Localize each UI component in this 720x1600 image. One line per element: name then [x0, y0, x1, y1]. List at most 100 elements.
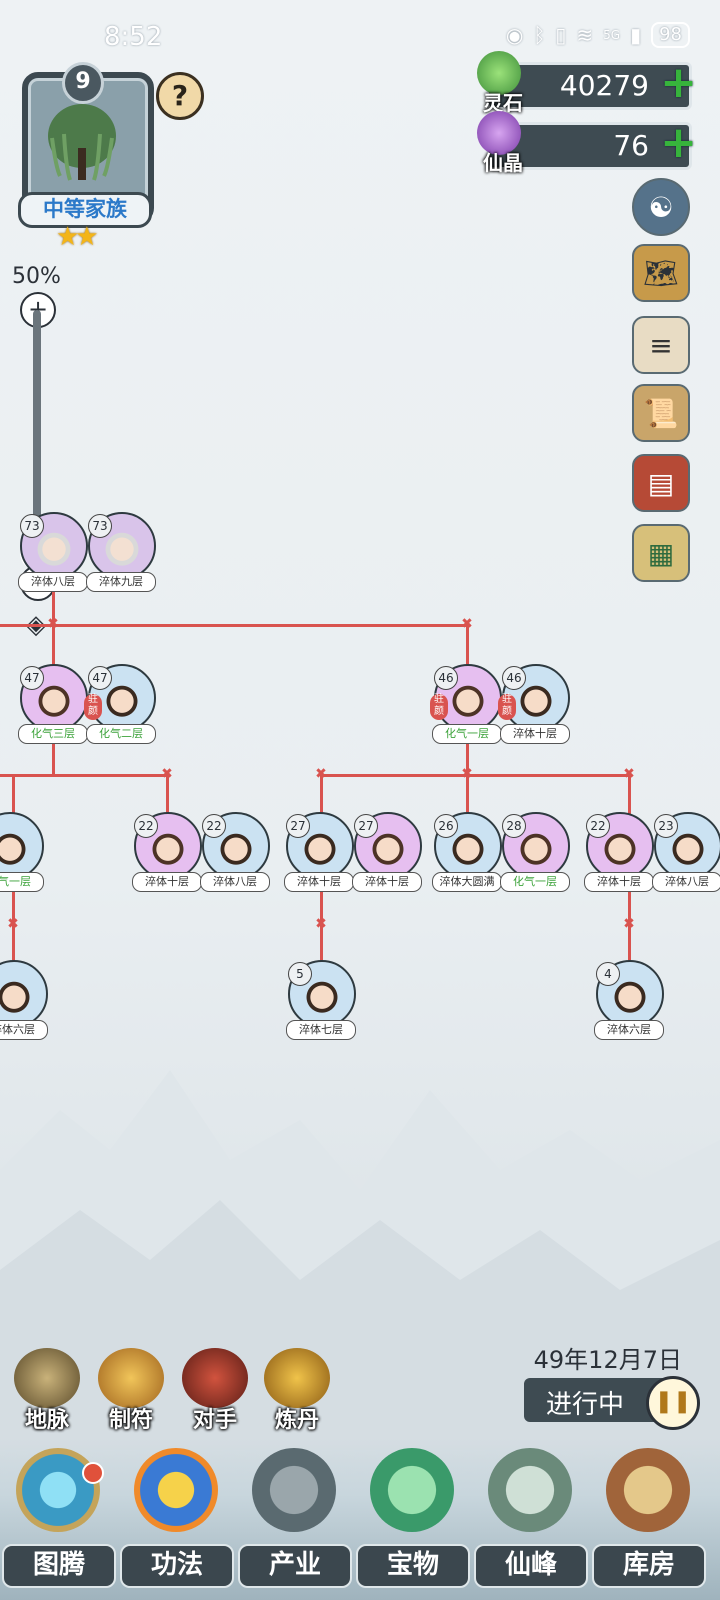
industry-mountain-icon	[252, 1448, 336, 1532]
nav-treasures[interactable]: 宝物	[356, 1448, 470, 1598]
cultivation-rank: 化气三层	[18, 724, 88, 744]
clan-level-badge: 9	[62, 62, 104, 104]
family-member[interactable]: 26 淬体大圆满	[432, 812, 502, 898]
age-badge: 27	[354, 814, 378, 838]
immortal-crystal-counter: 仙晶 76 +	[477, 111, 697, 175]
age-badge: 5	[288, 962, 312, 986]
cultivation-rank: 化气一层	[500, 872, 570, 892]
wifi-icon: ≋	[576, 23, 594, 47]
nav-industry[interactable]: 产业	[238, 1448, 352, 1598]
settings-gear-icon[interactable]: ☯	[632, 178, 690, 236]
age-badge: 46	[434, 666, 458, 690]
family-member[interactable]: 化气一层	[0, 812, 44, 898]
family-member[interactable]: 47 化气三层	[18, 664, 88, 750]
status-label: 进行中	[546, 1390, 625, 1420]
cultivation-rank: 化气一层	[0, 872, 44, 892]
family-member[interactable]: 47 驻颜 化气二层	[84, 664, 156, 750]
tree-connector	[320, 890, 323, 962]
youth-preserved-tag: 驻颜	[498, 694, 516, 720]
tree-connector	[52, 730, 55, 776]
tree-connector	[12, 890, 15, 962]
family-member[interactable]: 23 淬体八层	[652, 812, 720, 898]
spirit-stone-counter: 灵石 40279 +	[477, 51, 697, 115]
tree-connector	[0, 624, 470, 627]
eye-icon: ◉	[505, 23, 524, 47]
tree-connector	[12, 774, 15, 814]
add-immortal-crystal-button[interactable]: +	[660, 117, 697, 168]
family-member[interactable]: 22 淬体十层	[132, 812, 202, 898]
tree-connector	[52, 584, 55, 626]
cultivation-rank: 淬体十层	[500, 724, 570, 744]
family-member[interactable]: 46 驻颜 淬体十层	[498, 664, 570, 750]
ley-line-button[interactable]: 地脉	[12, 1348, 82, 1433]
family-crest[interactable]: 9 中等家族 ★★	[12, 62, 154, 252]
cultivation-rank: 淬体十层	[584, 872, 654, 892]
tree-connector	[320, 774, 323, 814]
help-button[interactable]: ?	[156, 72, 204, 120]
nav-label: 产业	[238, 1544, 352, 1588]
notes-icon[interactable]: ≡	[632, 316, 690, 374]
family-member[interactable]: 5 淬体七层	[286, 960, 356, 1046]
tree-connector	[466, 624, 469, 668]
nav-label: 仙峰	[474, 1544, 588, 1588]
game-date: 49年12月7日	[533, 1346, 682, 1374]
nav-totem[interactable]: 图腾	[2, 1448, 116, 1598]
zoom-slider-track[interactable]	[33, 310, 41, 560]
quick-action-label: 对手	[192, 1408, 237, 1433]
add-spirit-stone-button[interactable]: +	[660, 57, 697, 108]
family-member[interactable]: 46 驻颜 化气一层	[430, 664, 502, 750]
alchemy-button[interactable]: 炼丹	[262, 1348, 332, 1433]
age-badge: 46	[502, 666, 526, 690]
tree-connector	[466, 774, 469, 814]
marriage-knot-icon: ✖	[623, 766, 635, 782]
plaque-icon[interactable]: ▦	[632, 524, 690, 582]
red-book-icon[interactable]: ▤	[632, 454, 690, 512]
marriage-knot-icon: ✖	[161, 766, 173, 782]
scroll-icon[interactable]: 📜	[632, 384, 690, 442]
youth-preserved-tag: 驻颜	[84, 694, 102, 720]
age-badge: 4	[596, 962, 620, 986]
tree-connector	[0, 774, 170, 777]
tree-connector	[320, 774, 632, 777]
status-bar: 8:52 ◉ ᛒ ▯ ≋ 5G ▮ 98	[0, 0, 720, 70]
family-member[interactable]: 73 淬体八层	[18, 512, 88, 598]
family-member[interactable]: 27 淬体十层	[284, 812, 354, 898]
cultivation-rank: 淬体八层	[200, 872, 270, 892]
spirit-stone-icon	[477, 51, 521, 95]
cultivation-rank: 淬体十层	[352, 872, 422, 892]
immortal-peak-icon	[488, 1448, 572, 1532]
map-scroll-icon[interactable]: 🗺	[632, 244, 690, 302]
pause-button[interactable]: ❚❚	[646, 1376, 700, 1430]
battery-indicator: 98	[651, 22, 690, 48]
family-member[interactable]: 4 淬体六层	[594, 960, 664, 1046]
rivals-icon	[182, 1348, 248, 1408]
family-member[interactable]: 22 淬体八层	[200, 812, 270, 898]
marriage-knot-icon: ✖	[315, 766, 327, 782]
system-icons: ◉ ᛒ ▯ ≋ 5G ▮ 98	[506, 22, 690, 48]
nav-immortal-peak[interactable]: 仙峰	[474, 1448, 588, 1598]
talisman-button[interactable]: 制符	[96, 1348, 166, 1433]
cultivation-rank: 淬体十层	[132, 872, 202, 892]
cultivation-rank: 淬体七层	[286, 1020, 356, 1040]
marriage-knot-icon: ✖	[461, 616, 473, 632]
cultivation-rank: 淬体十层	[284, 872, 354, 892]
quick-action-label: 炼丹	[274, 1408, 319, 1433]
nav-techniques[interactable]: 功法	[120, 1448, 234, 1598]
tree-connector	[628, 890, 631, 962]
age-badge: 22	[202, 814, 226, 838]
family-member[interactable]: 22 淬体十层	[584, 812, 654, 898]
talisman-icon	[98, 1348, 164, 1408]
age-badge: 47	[88, 666, 112, 690]
clan-rank-label: 中等家族	[18, 192, 152, 228]
marriage-knot-icon: ✖	[7, 916, 19, 932]
family-member[interactable]: 28 化气一层	[500, 812, 570, 898]
family-member[interactable]: 73 淬体九层	[86, 512, 156, 598]
age-badge: 28	[502, 814, 526, 838]
resource-label: 仙晶	[483, 151, 523, 175]
family-member[interactable]: 淬体六层	[0, 960, 48, 1046]
nav-storehouse[interactable]: 库房	[592, 1448, 706, 1598]
youth-preserved-tag: 驻颜	[430, 694, 448, 720]
rivals-button[interactable]: 对手	[180, 1348, 250, 1433]
family-member[interactable]: 27 淬体十层	[352, 812, 422, 898]
marriage-knot-icon: ✖	[623, 916, 635, 932]
